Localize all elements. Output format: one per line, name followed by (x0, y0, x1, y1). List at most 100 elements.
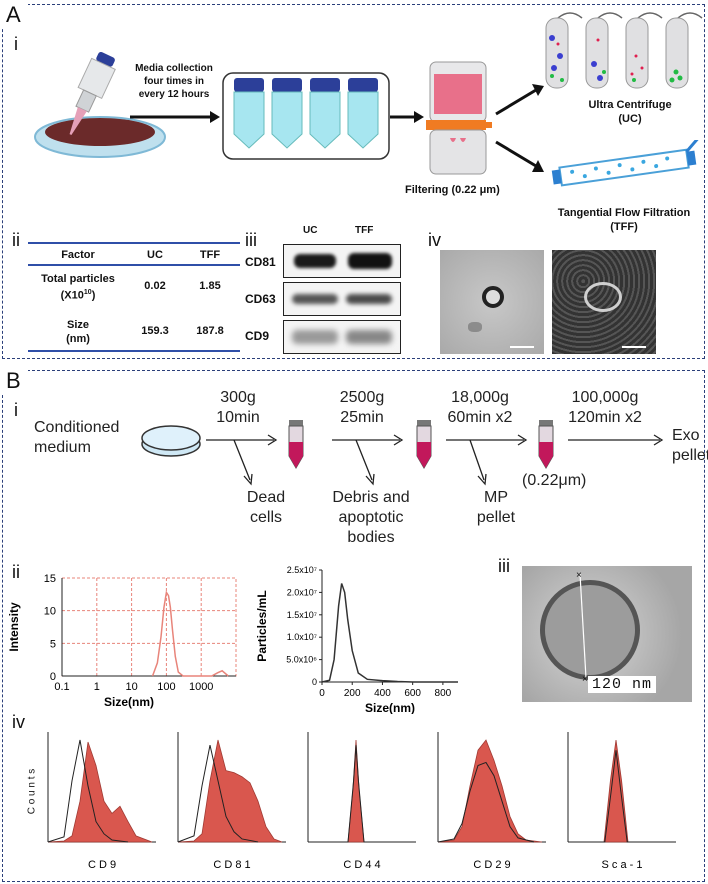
y-tick-label: 1.5x10⁷ (287, 610, 317, 620)
scale-label: 120 nm (588, 676, 657, 693)
x-tick-label: 600 (404, 688, 421, 699)
blot-strip-cd9 (283, 320, 401, 354)
panel-a-iii-label: iii (245, 230, 257, 250)
y-tick-label: 10 (44, 606, 56, 618)
step4-conditions: 100,000g 120min x2 (568, 389, 642, 426)
blot-band (348, 253, 392, 269)
vesicle (540, 580, 640, 680)
blot-row-cd9: CD9 (245, 329, 270, 343)
blot-row-cd81: CD81 (245, 255, 276, 269)
tem-image-b: × × 120 nm (522, 566, 692, 702)
step2-arrows (332, 434, 404, 486)
step2-conditions: 2500g 25min (339, 389, 385, 426)
tem-image-a (440, 250, 544, 354)
panel-a (2, 4, 705, 359)
step3-waste: MP pellet (476, 489, 516, 526)
x-tick-label: 0.1 (54, 681, 69, 693)
step1-arrows (206, 434, 278, 486)
marker-label: C D 9 (88, 859, 116, 871)
panel-a-iv-label: iv (428, 230, 441, 250)
panel-a-label: A (6, 2, 21, 27)
isotype-histogram (47, 739, 129, 843)
sem-image-a (552, 250, 656, 354)
blot-strip-cd81 (283, 244, 401, 278)
isotype-histogram (437, 761, 535, 843)
step1-waste: Dead cells (246, 489, 286, 526)
table-cell-value: 187.8 (196, 325, 224, 337)
table-header-rule (28, 264, 240, 266)
centrifuge-tube-icon (288, 420, 304, 469)
flow-cytometry-histograms: C D 9 C D 8 1 C D 4 4 C D 2 9 S c a - 1 (47, 732, 676, 871)
x-tick-label: 200 (344, 688, 361, 699)
blot-band (294, 254, 336, 268)
tff-illustration (551, 140, 702, 187)
series-line (151, 590, 229, 677)
y-tick-label: 1.0x10⁷ (287, 632, 317, 642)
series-line (321, 583, 458, 683)
y-tick-label: 0 (312, 677, 317, 687)
panel-b-ii-label: ii (12, 562, 20, 582)
centrifuge-tube-icon (538, 420, 554, 469)
isotype-histogram (308, 745, 412, 843)
hist-ylabel: C o u n t s (26, 768, 38, 815)
y-tick-label: 15 (44, 573, 56, 585)
table-header-tff: TFF (199, 249, 221, 261)
uc-tubes-illustration (545, 12, 703, 89)
sample-histogram (568, 739, 672, 843)
histogram: C D 9 (47, 732, 156, 871)
blot-col-tff: TFF (355, 225, 374, 236)
isotype-histogram (568, 750, 672, 843)
isotype-histogram (177, 744, 259, 843)
y-tick-label: 5.0x10⁶ (286, 655, 317, 665)
table-header-factor: Factor (61, 249, 95, 261)
panel-b (2, 370, 705, 882)
step3-conditions: 18,000g 60min x2 (447, 389, 513, 426)
arrow-to-tff (495, 140, 544, 172)
blot-col-uc: UC (303, 225, 318, 236)
step1-conditions: 300g 10min (216, 389, 260, 426)
svg-text:×: × (576, 570, 582, 581)
table-cell-value: 1.85 (199, 280, 221, 292)
histogram: C D 4 4 (307, 732, 416, 871)
filter-unit-illustration (426, 61, 492, 175)
y-tick-label: 5 (50, 638, 56, 650)
flow-end: Exo pellet (672, 427, 708, 464)
blot-row-cd63: CD63 (245, 292, 276, 306)
x-tick-label: 0 (319, 688, 325, 699)
collection-tubes-illustration (222, 72, 390, 160)
sample-histogram (177, 739, 283, 843)
diameter-measure-line: × × (576, 570, 588, 685)
marker-label: C D 2 9 (473, 859, 510, 871)
panel-b-iii-label: iii (498, 556, 510, 576)
histogram: C D 2 9 (437, 732, 546, 871)
sample-histogram (437, 739, 543, 843)
arrow-to-uc (495, 84, 544, 116)
uc-label: Ultra Centrifuge (UC) (588, 99, 672, 125)
x-tick-label: 1 (94, 681, 100, 693)
panel-a-ii-label: ii (12, 230, 20, 250)
x-axis-label: Size(nm) (365, 701, 415, 714)
x-axis-label: Size(nm) (104, 695, 154, 709)
filter-size: (0.22μm) (522, 472, 587, 489)
marker-label: S c a - 1 (602, 859, 643, 871)
centrifuge-tube-icon (416, 420, 432, 469)
table-header-uc: UC (147, 249, 163, 261)
table-top-rule (28, 242, 240, 244)
step3-arrows (446, 434, 528, 486)
histogram: C D 8 1 (177, 732, 286, 871)
blot-band (292, 330, 338, 344)
y-axis-label: Particles/mL (255, 590, 269, 661)
panel-b-iv-label: iv (12, 712, 25, 732)
table-cell-value: 0.02 (144, 280, 166, 292)
x-tick-label: 400 (374, 688, 391, 699)
table-cell-factor: Total particles (X1010) (41, 273, 115, 302)
y-axis-label: Intensity (7, 602, 21, 652)
x-tick-label: 10 (125, 681, 137, 693)
filter-label: Filtering (0.22 μm) (405, 184, 500, 196)
flow-start: Conditioned medium (34, 419, 120, 456)
y-tick-label: 2.0x10⁷ (287, 587, 317, 597)
marker-label: C D 4 4 (343, 859, 380, 871)
x-tick-label: 100 (157, 681, 175, 693)
